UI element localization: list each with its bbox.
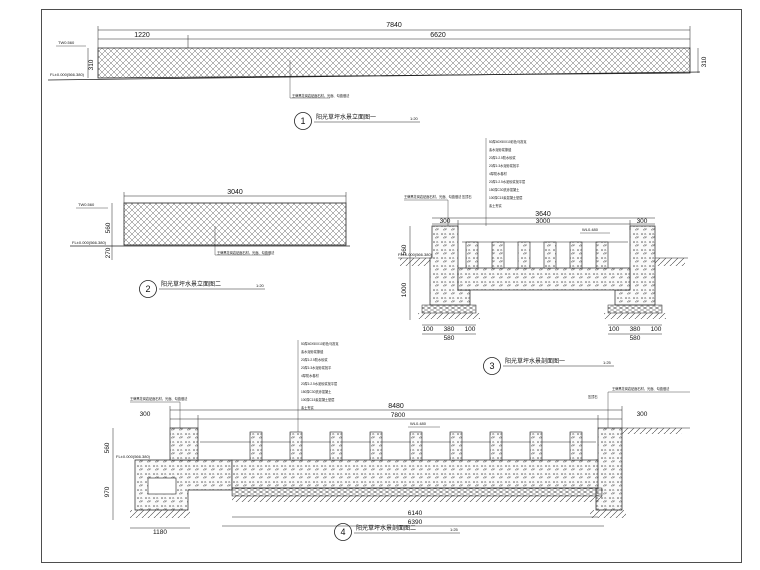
view3-dim-right-wall: 300 [637,218,648,225]
view1-base-line [47,71,701,81]
view4-dim-right-cap: 300 [637,411,648,418]
view4-blocks [249,431,583,461]
view3-dim-bottom-right-1: 100 [609,326,620,333]
view4-note-6: 20厚1:2.5水泥砂浆找平层 [301,381,337,386]
view2-level-top: TW0.560 [78,202,95,207]
view3-dim-height-b: 1000 [401,282,408,297]
view3-dim-bottom-width-right: 580 [630,335,641,342]
view1-dim-right: 6620 [430,32,446,39]
view4-level-wl: WL0.480 [410,421,427,426]
view-1-elevation: 7840 1220 6620 310 310 TW0.560 FL±0.000(… [47,22,708,130]
view3-dim-top-total: 3640 [535,211,551,218]
view1-number-circle [294,112,312,130]
view1-dim-total: 7840 [386,22,402,29]
view3-dim-bottom-left-1: 100 [423,326,434,333]
view1-dim-height-left: 310 [88,59,95,70]
view2-dim-height-bottom: 270 [105,247,112,258]
view3-dim-bottom-right-2: 380 [630,326,641,333]
view4-caption: 阳光草坪水景剖面图二 [356,524,416,532]
view-4-section: 8480 7800 300 300 6140 6390 1180 560 970… [104,340,690,541]
view4-note-5: 4厚防水卷材 [301,373,320,378]
view1-dim-height-right: 310 [701,56,708,67]
view4-dim-top-total: 8480 [388,403,404,410]
view2-number: 2 [145,284,150,294]
view3-note-4: 20厚1:3水泥砂浆找平 [489,163,520,168]
sheet-frame [41,9,742,563]
view3-note-9: 素土夯实 [489,203,502,208]
view2-dim-total: 3040 [227,189,243,196]
view4-left-wall [169,427,199,461]
view4-dim-bottom-total: 6390 [408,519,423,526]
view3-dim-left-wall: 300 [440,218,451,225]
view3-notes: 50厚40X50X10彩色马赛克 素水泥砂浆擦缝 20厚1:2.5防水砂浆 20… [489,139,527,208]
view2-level-base: FL±0.000(566.380) [72,240,107,245]
view3-level-wl: WL0.480 [582,227,599,232]
view1-level-top: TW0.560 [58,40,75,45]
view4-note-4: 20厚1:3水泥砂浆找平 [301,365,332,370]
view3-note-2: 素水泥砂浆擦缝 [489,147,512,152]
view3-note-5: 4厚防水卷材 [489,171,508,176]
view1-level-base: FL±0.000(566.380) [50,72,85,77]
view4-number: 4 [340,527,345,537]
view1-caption: 阳光草坪水景立面图一 [316,113,376,121]
view3-dim-bottom-left-3: 100 [465,326,476,333]
view2-dim-height-top: 560 [105,222,112,233]
view4-side-note-1: 王牌黑花岗岩贴面石材，光面、勾缝做法 [130,396,187,401]
view2-number-circle [139,280,157,298]
view4-dim-left-cap: 300 [140,411,151,418]
view4-side-note-2: 压顶石 [588,395,598,399]
view3-dim-inner: 3000 [536,218,551,225]
view3-side-note-2: 压顶石 [462,195,472,199]
view3-caption: 阳光草坪水景剖面图一 [505,357,565,365]
view4-note-7: 150厚C30抗渗混凝土 [301,389,332,394]
view-2-elevation: 3040 560 270 TW0.560 FL±0.000(566.380) 王… [70,189,350,298]
view3-dim-bottom-right-3: 100 [651,326,662,333]
view4-scale: 1:25 [450,527,459,532]
view4-floor-slab [231,459,599,489]
view4-note-8: 100厚C15素混凝土垫层 [301,397,334,402]
view4-note-3: 20厚1:2.5防水砂浆 [301,357,328,362]
view3-dim-bottom-left-2: 380 [444,326,455,333]
view3-dim-bottom-width-left: 580 [444,335,455,342]
view4-dim-height-a: 560 [104,442,111,453]
view4-note-2: 素水泥砂浆擦缝 [301,349,324,354]
view3-right-wall [614,225,656,306]
view2-caption: 阳光草坪水景立面图二 [161,280,221,288]
view3-dim-height-a: 560 [401,244,408,255]
view3-note-8: 100厚C15素混凝土垫层 [489,195,522,200]
view4-dim-height-b: 970 [104,486,111,497]
view4-number-circle [334,523,352,541]
view4-level-base: FL±0.000(566.380) [116,454,151,459]
view1-dim-left: 1220 [134,32,150,39]
view3-left-wall [429,225,471,306]
view3-number-circle [483,357,501,375]
view3-floor-slab [457,267,631,291]
view3-side-note-1: 王牌黑花岗岩贴面石材，光面、勾缝做法 [404,194,461,199]
view2-wall-face [123,202,347,246]
view4-note-1: 50厚40X50X10彩色马赛克 [301,341,339,346]
view4-notes: 50厚40X50X10彩色马赛克 素水泥砂浆擦缝 20厚1:2.5防水砂浆 20… [301,341,339,410]
view4-note-9: 素土夯实 [301,405,314,410]
view2-scale: 1:20 [256,283,265,288]
view1-scale: 1:20 [410,116,419,121]
view1-note: 王牌黑花岗岩贴面石材，光面、勾缝做法 [292,93,349,98]
view3-note-7: 150厚C30抗渗混凝土 [489,187,520,192]
view3-level-base: FL±0.000(566.380) [398,252,433,257]
view4-dim-left-base: 1180 [153,529,167,536]
view3-note-6: 20厚1:2.5水泥砂浆找平层 [489,179,525,184]
view4-dim-bottom-inner: 6140 [408,510,423,517]
view1-number: 1 [300,116,305,126]
view4-side-note-3: 王牌黑花岗岩贴面石材，光面、勾缝做法 [612,386,669,391]
view3-note-1: 50厚40X50X10彩色马赛克 [489,139,527,144]
view2-note: 王牌黑花岗岩贴面石材，光面、勾缝做法 [217,250,274,255]
view3-blocks [465,241,609,269]
view3-number: 3 [489,361,494,371]
view3-scale: 1:25 [603,360,612,365]
view-3-section: 3640 300 3000 300 100 380 100 580 100 38… [398,138,688,375]
view1-wall-face [97,47,691,79]
view3-note-3: 20厚1:2.5防水砂浆 [489,155,516,160]
view4-dim-inner: 7800 [391,412,406,419]
